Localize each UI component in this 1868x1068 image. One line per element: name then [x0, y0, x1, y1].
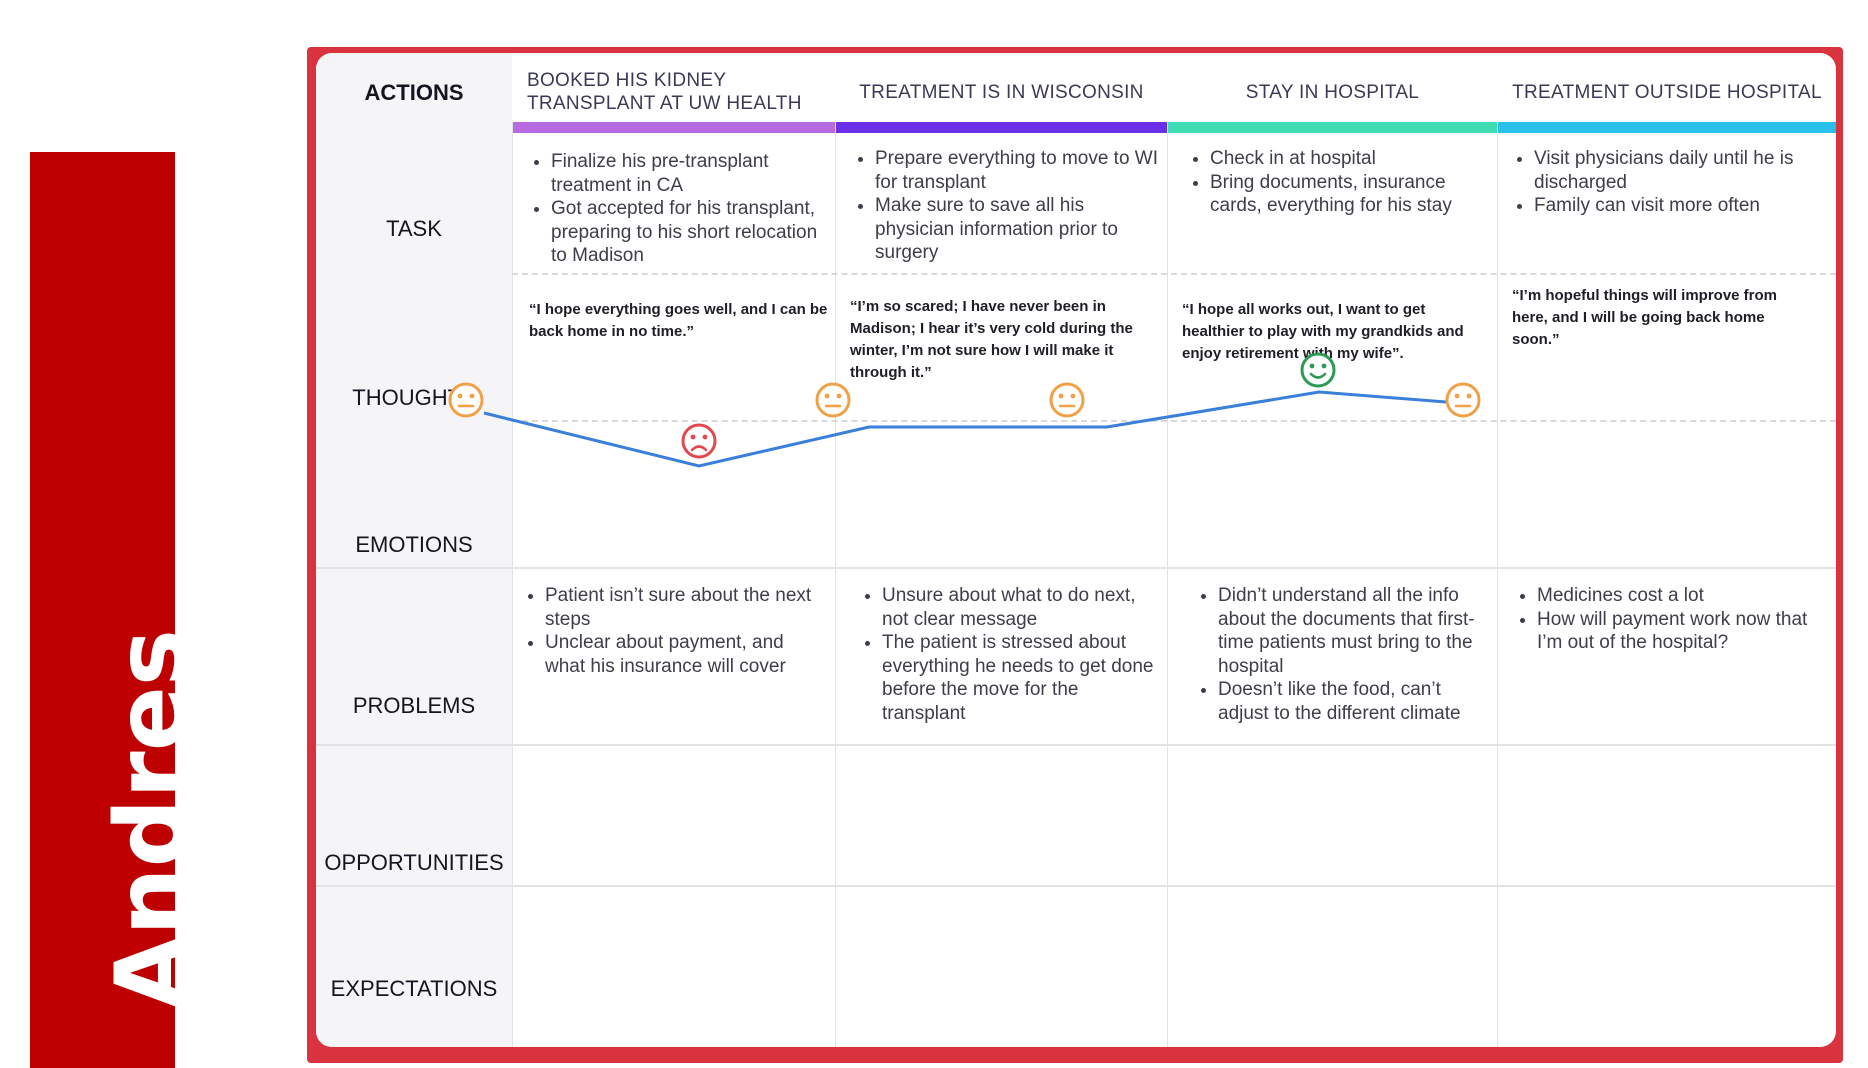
problem-item: How will payment work now that I’m out o…: [1537, 608, 1815, 655]
neutral-face-icon: [1049, 382, 1085, 418]
stage-color-bar-1: [513, 122, 835, 133]
row-divider: [512, 273, 1836, 275]
task-cell-3: Check in at hospital Bring documents, in…: [1188, 147, 1493, 218]
problem-cell-2: Unsure about what to do next, not clear …: [860, 584, 1160, 725]
problem-item: Didn’t understand all the info about the…: [1218, 584, 1486, 678]
neutral-face-icon: [815, 382, 851, 418]
neutral-face-icon: [448, 382, 484, 418]
happy-face-icon: [1300, 352, 1336, 388]
row-divider: [316, 885, 1836, 887]
stage-color-bar-2: [836, 122, 1167, 133]
problem-cell-4: Medicines cost a lot How will payment wo…: [1515, 584, 1815, 655]
task-item: Family can visit more often: [1534, 194, 1812, 218]
problem-item: Patient isn’t sure about the next steps: [545, 584, 823, 631]
row-label-task: TASK: [316, 133, 512, 325]
column-divider: [835, 121, 836, 1047]
row-label-opportunities: OPPORTUNITIES: [316, 793, 512, 933]
task-item: Got accepted for his transplant, prepari…: [551, 197, 829, 268]
row-label-actions: ACTIONS: [316, 53, 512, 133]
problem-item: Medicines cost a lot: [1537, 584, 1815, 608]
row-divider: [512, 420, 1836, 422]
problem-cell-1: Patient isn’t sure about the next steps …: [523, 584, 823, 678]
column-divider: [1497, 121, 1498, 1047]
sad-face-icon: [681, 423, 717, 459]
row-divider: [316, 567, 1836, 569]
stage-header-4: TREATMENT OUTSIDE HOSPITAL: [1512, 81, 1822, 103]
stage-color-bar-4: [1498, 122, 1836, 133]
problem-item: Unsure about what to do next, not clear …: [882, 584, 1160, 631]
task-item: Bring documents, insurance cards, everyt…: [1210, 171, 1493, 218]
emotion-curve-chart: [448, 352, 1481, 468]
task-item: Finalize his pre-transplant treatment in…: [551, 150, 829, 197]
problem-item: The patient is stressed about everything…: [882, 631, 1160, 725]
thought-quote-3: “I hope all works out, I want to get hea…: [1182, 301, 1464, 362]
persona-name-bar: [30, 152, 175, 1068]
task-cell-2: Prepare everything to move to WI for tra…: [853, 147, 1163, 265]
column-divider: [512, 121, 513, 1047]
thought-quote-1: “I hope everything goes well, and I can …: [529, 301, 828, 340]
task-item: Prepare everything to move to WI for tra…: [875, 147, 1163, 194]
thought-quote-2: “I’m so scared; I have never been in Mad…: [850, 298, 1133, 381]
journey-map-card: ACTIONS TASK THOUGHTS EMOTIONS PROBLEMS …: [316, 53, 1836, 1047]
task-cell-1: Finalize his pre-transplant treatment in…: [529, 150, 829, 268]
task-item: Visit physicians daily until he is disch…: [1534, 147, 1812, 194]
row-label-emotions: EMOTIONS: [316, 471, 512, 618]
thought-quote-4: “I’m hopeful things will improve from he…: [1512, 287, 1778, 348]
problem-cell-3: Didn’t understand all the info about the…: [1196, 584, 1486, 725]
emotion-line: [483, 390, 1447, 468]
task-item: Check in at hospital: [1210, 147, 1493, 171]
column-divider: [1167, 121, 1168, 1047]
row-divider: [316, 744, 1836, 746]
problem-item: Doesn’t like the food, can’t adjust to t…: [1218, 678, 1486, 725]
row-label-problems: PROBLEMS: [316, 618, 512, 793]
problem-item: Unclear about payment, and what his insu…: [545, 631, 823, 678]
stage-color-bar-3: [1168, 122, 1497, 133]
stage-header-2: TREATMENT IS IN WISCONSIN: [859, 81, 1144, 103]
task-cell-4: Visit physicians daily until he is disch…: [1512, 147, 1812, 218]
row-label-expectations: EXPECTATIONS: [316, 933, 512, 1047]
stage-header-3: STAY IN HOSPITAL: [1245, 81, 1420, 103]
stage-header-1: BOOKED HIS KIDNEY TRANSPLANT AT UW HEALT…: [527, 70, 802, 114]
persona-name: Andres: [95, 629, 207, 1010]
neutral-face-icon: [1445, 382, 1481, 418]
task-item: Make sure to save all his physician info…: [875, 194, 1163, 265]
